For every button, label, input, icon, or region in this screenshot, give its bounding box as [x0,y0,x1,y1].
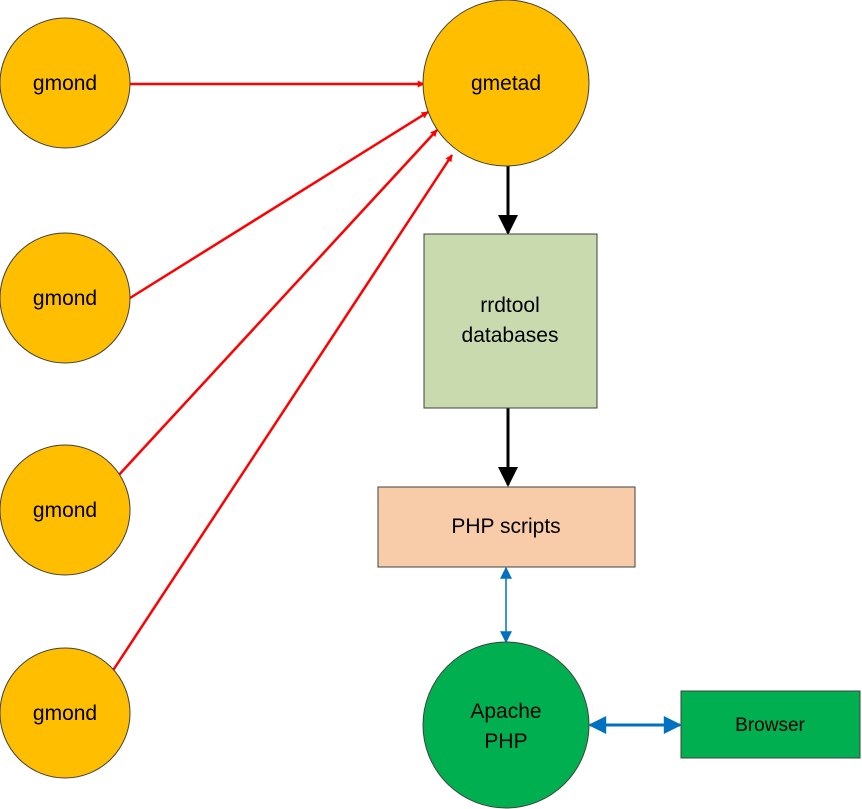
apache-label-line2: PHP [484,730,527,753]
edge-gmond4-gmetad [106,154,454,679]
php-scripts-box: PHP scripts [377,486,636,568]
gmond-node-1: gmond [0,17,131,149]
php-scripts-label: PHP scripts [451,515,560,538]
edge-gmond2-gmetad [129,110,429,300]
rrdtool-label-line1: rrdtool [480,294,540,317]
gmond-node-2: gmond [0,232,131,364]
rrdtool-label-line2: databases [462,324,559,347]
gmond-4-label: gmond [33,702,97,725]
gmond-2-label: gmond [33,287,97,310]
rrdtool-databases-box: rrdtool databases [423,233,598,409]
gmond-1-label: gmond [33,72,97,95]
apache-label-line1: Apache [470,700,541,723]
gmond-node-4: gmond [0,647,131,779]
browser-label: Browser [735,715,805,736]
gmetad-label: gmetad [471,72,541,95]
apache-php-node: Apache PHP [422,641,590,809]
browser-box: Browser [680,690,861,759]
gmond-3-label: gmond [33,499,97,522]
gmond-node-3: gmond [0,444,131,576]
edge-gmond3-gmetad [104,129,438,491]
gmetad-node: gmetad [422,0,590,167]
